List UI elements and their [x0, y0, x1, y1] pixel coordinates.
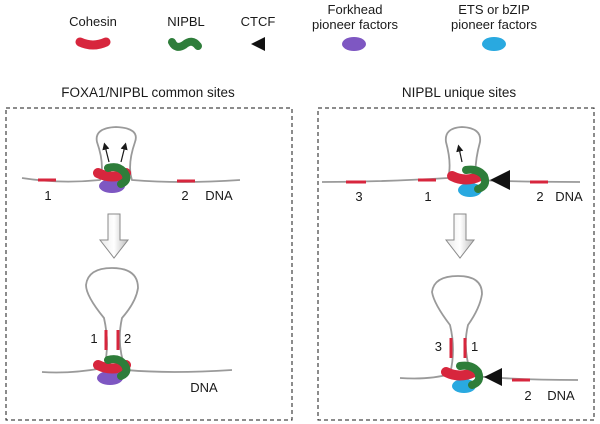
ctcf-icon — [251, 37, 265, 51]
site-2-label: 2 — [181, 188, 188, 203]
site-3-label: 3 — [355, 189, 362, 204]
site-1-label: 1 — [471, 339, 478, 354]
site-1-label: 1 — [90, 331, 97, 346]
right-bottom-complex: 3 1 2 DNA — [399, 275, 579, 403]
right-panel-title: NIPBL unique sites — [402, 85, 517, 100]
dna-label: DNA — [547, 388, 575, 403]
extrusion-arrow-left — [102, 142, 110, 163]
legend-ets-label-1: ETS or bZIP — [458, 2, 530, 17]
dna-label: DNA — [205, 188, 233, 203]
dna-label: DNA — [190, 380, 218, 395]
down-arrow-icon — [444, 213, 476, 259]
left-top-complex: 1 2 DNA — [21, 126, 241, 203]
site-2-label: 2 — [524, 388, 531, 403]
site-2-label: 2 — [536, 189, 543, 204]
cohesin-icon — [75, 37, 111, 50]
ets-factor-icon — [482, 37, 506, 51]
nipbl-protein — [456, 361, 484, 389]
extrusion-arrow-right — [120, 142, 128, 163]
site-3-label: 3 — [435, 339, 442, 354]
dna-label: DNA — [555, 189, 583, 204]
down-arrow-icon — [98, 213, 130, 259]
cohesin-ring — [447, 171, 485, 185]
site-1-label: 1 — [424, 189, 431, 204]
ctcf-protein — [484, 368, 502, 386]
legend-ets-label-2: pioneer factors — [451, 17, 537, 32]
legend-ctcf-label: CTCF — [241, 14, 276, 29]
cohesin-ring — [441, 367, 479, 381]
nipbl-icon — [168, 37, 202, 51]
left-bottom-complex: 1 2 DNA — [41, 267, 233, 395]
forkhead-factor-icon — [342, 37, 366, 51]
dna-strand — [21, 126, 241, 183]
dna-strand — [399, 275, 579, 381]
nipbl-protein — [104, 163, 131, 188]
site-2-label: 2 — [124, 331, 131, 346]
dna-strand — [41, 267, 233, 374]
left-panel-title: FOXA1/NIPBL common sites — [61, 85, 235, 100]
extrusion-arrow — [456, 144, 464, 163]
nipbl-protein — [462, 165, 490, 193]
nipbl-protein — [104, 355, 131, 380]
legend-forkhead-label-2: pioneer factors — [312, 17, 398, 32]
ctcf-protein — [490, 170, 510, 190]
forkhead-factor — [97, 371, 123, 385]
left-panel-box — [5, 107, 293, 421]
right-top-complex: 3 1 2 DNA — [321, 126, 583, 204]
legend-nipbl-label: NIPBL — [167, 14, 205, 29]
legend-cohesin-label: Cohesin — [69, 14, 117, 29]
site-1-label: 1 — [44, 188, 51, 203]
legend-forkhead-label-1: Forkhead — [328, 2, 383, 17]
legend: Cohesin NIPBL CTCF Forkhead pioneer fact… — [69, 2, 537, 51]
